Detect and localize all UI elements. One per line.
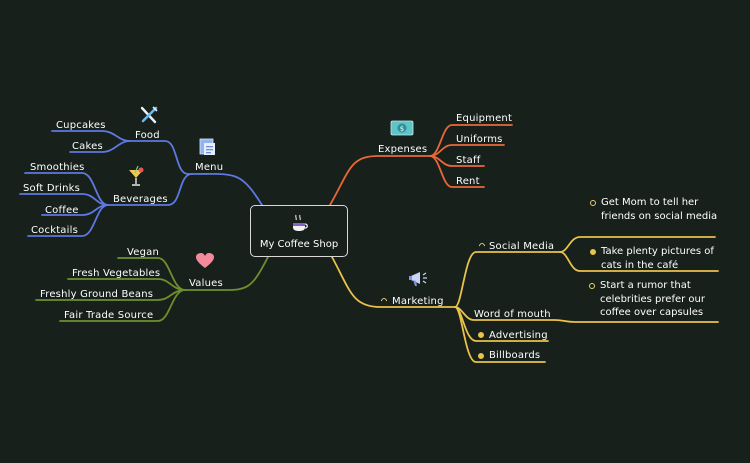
- value-item-vegan[interactable]: Vegan: [127, 247, 160, 258]
- word-of-mouth-item-rumor[interactable]: Start a rumor that celebrities prefer ou…: [600, 280, 705, 318]
- marketing-topic[interactable]: Marketing: [392, 296, 444, 307]
- beverage-item-soft-drinks[interactable]: Soft Drinks: [23, 183, 81, 194]
- heart-icon: [195, 252, 215, 274]
- megaphone-icon: [408, 270, 428, 292]
- beverage-item-smoothies[interactable]: Smoothies: [30, 162, 85, 173]
- task-done-icon[interactable]: [590, 249, 596, 255]
- cocktail-glass-icon: [126, 165, 146, 191]
- marketing-item-advertising[interactable]: Advertising: [489, 330, 548, 341]
- central-topic-label: My Coffee Shop: [259, 239, 339, 250]
- food-item-cupcakes[interactable]: Cupcakes: [56, 120, 106, 131]
- coffee-cup-icon: [291, 214, 309, 237]
- task-done-icon[interactable]: [478, 332, 484, 338]
- task-open-icon[interactable]: [590, 200, 596, 206]
- values-branch-lines: [35, 256, 269, 322]
- beverages-topic[interactable]: Beverages: [113, 194, 168, 205]
- social-media-item-mom[interactable]: Get Mom to tell her friends on social me…: [601, 197, 718, 222]
- food-item-cakes[interactable]: Cakes: [72, 141, 103, 152]
- svg-text:$: $: [400, 125, 404, 133]
- social-media-topic[interactable]: Social Media: [489, 241, 555, 252]
- marketing-branch-lines: [331, 236, 719, 363]
- expense-item-equipment[interactable]: Equipment: [456, 113, 513, 124]
- beverage-item-coffee[interactable]: Coffee: [45, 205, 79, 216]
- expense-item-rent[interactable]: Rent: [456, 176, 480, 187]
- menu-topic[interactable]: Menu: [195, 162, 224, 173]
- word-of-mouth-topic[interactable]: Word of mouth: [474, 309, 551, 320]
- task-done-icon[interactable]: [478, 353, 484, 359]
- values-topic[interactable]: Values: [189, 278, 223, 289]
- fork-knife-icon: [139, 105, 159, 129]
- expense-item-staff[interactable]: Staff: [456, 155, 481, 166]
- task-open-icon[interactable]: [589, 283, 595, 289]
- menu-branch-lines: [19, 130, 263, 237]
- money-bill-icon: $: [390, 120, 414, 140]
- value-item-fair-trade-source[interactable]: Fair Trade Source: [64, 310, 154, 321]
- expense-item-uniforms[interactable]: Uniforms: [456, 134, 503, 145]
- value-item-fresh-vegetables[interactable]: Fresh Vegetables: [72, 268, 161, 279]
- social-media-item-cats[interactable]: Take plenty pictures of cats in the café: [601, 246, 714, 271]
- beverage-item-cocktails[interactable]: Cocktails: [31, 225, 79, 236]
- value-item-freshly-ground-beans[interactable]: Freshly Ground Beans: [40, 289, 154, 300]
- menu-document-icon: [199, 138, 217, 160]
- expenses-topic[interactable]: Expenses: [378, 144, 428, 155]
- marketing-item-billboards[interactable]: Billboards: [489, 350, 541, 361]
- central-topic[interactable]: My Coffee Shop: [250, 205, 348, 257]
- food-topic[interactable]: Food: [135, 130, 160, 141]
- expenses-branch-lines: [329, 124, 513, 206]
